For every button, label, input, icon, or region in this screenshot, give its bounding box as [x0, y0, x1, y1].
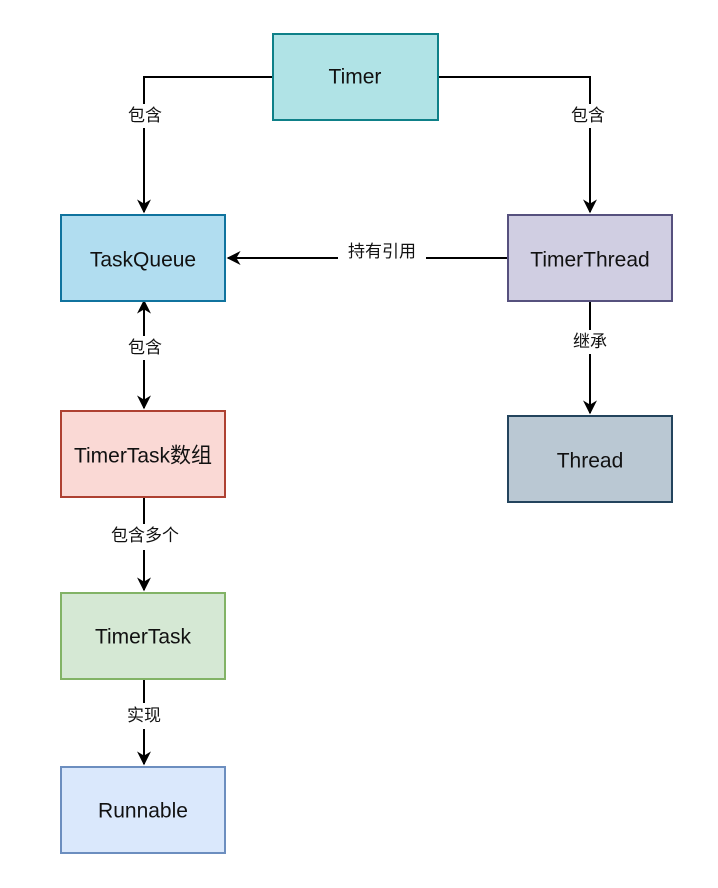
- node-timertask: TimerTask: [60, 592, 226, 680]
- node-box: [272, 33, 439, 121]
- node-box: [507, 415, 673, 503]
- edge-taskqueue-timertaskarr: 包含: [123, 299, 167, 410]
- edge-timerthread-taskqueue: 持有引用: [226, 240, 508, 266]
- node-timer: Timer: [272, 33, 439, 121]
- edge-label-bg: [122, 703, 166, 729]
- node-box: [60, 214, 226, 302]
- edge-timer-taskqueue: 包含: [125, 76, 273, 214]
- node-label-timertask-array: TimerTask数组: [74, 445, 212, 468]
- node-timerthread: TimerThread: [507, 214, 673, 302]
- node-box: [60, 592, 226, 680]
- edge-label-timer-taskqueue: 包含: [128, 106, 162, 126]
- edge-timer-timerthread: 包含: [438, 76, 611, 214]
- node-box: [60, 410, 226, 498]
- edge-label-timerthread-taskqueue: 持有引用: [348, 242, 416, 262]
- node-label-timertask: TimerTask: [95, 626, 192, 649]
- node-thread: Thread: [507, 415, 673, 503]
- node-label-thread: Thread: [557, 450, 624, 473]
- node-taskqueue: TaskQueue: [60, 214, 226, 302]
- node-label-timer: Timer: [329, 66, 382, 89]
- edge-line: [438, 76, 597, 214]
- edge-timerthread-thread: 继承: [568, 302, 612, 415]
- node-box: [507, 214, 673, 302]
- edge-timertask-runnable: 实现: [122, 680, 166, 766]
- edge-label-bg: [338, 240, 426, 266]
- edge-label-bg: [568, 330, 612, 354]
- node-runnable: Runnable: [60, 766, 226, 854]
- edge-label-timerthread-thread: 继承: [573, 332, 607, 352]
- edge-label-bg: [567, 104, 611, 128]
- edge-line: [137, 76, 273, 214]
- edge-label-timertask-runnable: 实现: [127, 706, 161, 726]
- node-label-runnable: Runnable: [98, 800, 188, 823]
- edge-label-bg: [125, 104, 165, 128]
- edge-label-bg: [104, 524, 186, 550]
- node-timertask-array: TimerTask数组: [60, 410, 226, 498]
- node-label-timerthread: TimerThread: [530, 249, 649, 272]
- edge-label-timertaskarr-timertask: 包含多个: [111, 526, 179, 546]
- edge-label-timer-timerthread: 包含: [571, 106, 605, 126]
- edge-timertaskarr-timertask: 包含多个: [104, 497, 186, 592]
- node-box: [60, 766, 226, 854]
- edge-label-taskqueue-timertaskarr: 包含: [128, 338, 162, 358]
- edge-label-bg: [123, 336, 167, 360]
- node-label-taskqueue: TaskQueue: [90, 249, 196, 272]
